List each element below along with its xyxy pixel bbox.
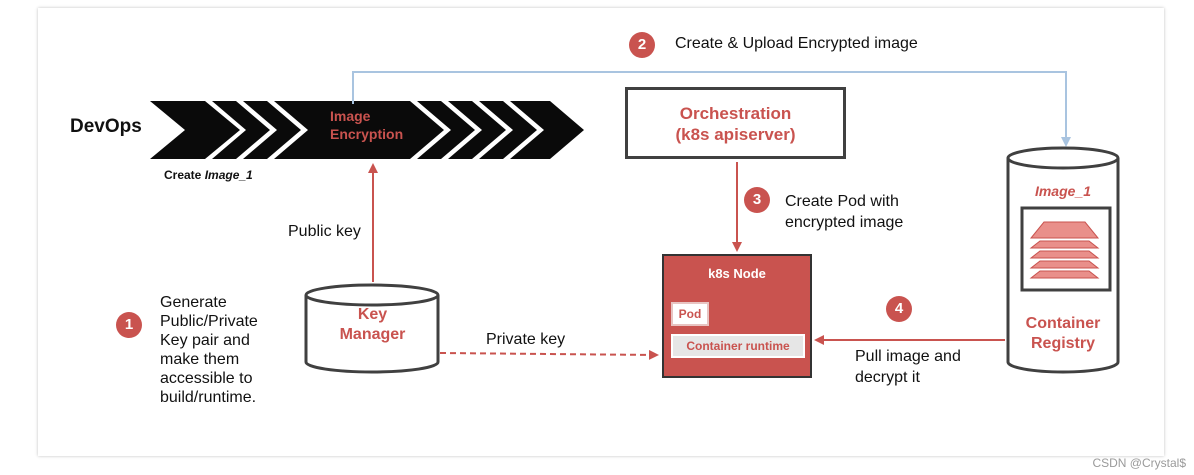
step-4-text: Pull image and decrypt it <box>855 348 961 386</box>
step-3-text: Create Pod with encrypted image <box>785 193 904 231</box>
step-2-badge: 2 <box>629 32 655 58</box>
registry-cylinder <box>1006 146 1120 374</box>
devops-label: DevOps <box>70 116 142 137</box>
registry-image-label: Image_1 <box>1034 183 1092 199</box>
container-registry-label: Container Registry <box>1025 315 1101 352</box>
k8s-node-box: k8s Node Pod Container runtime <box>662 254 812 378</box>
create-image-label: Create Image_1 <box>164 168 253 182</box>
devops-pipeline-band <box>150 101 584 159</box>
upload-connector <box>352 71 1071 147</box>
diagram-canvas <box>38 8 1164 456</box>
step-4-badge: 4 <box>886 296 912 322</box>
orchestration-box: Orchestration (k8s apiserver) <box>625 87 846 159</box>
step-3-badge: 3 <box>744 187 770 213</box>
k8s-node-title: k8s Node <box>708 266 766 281</box>
key-manager-cylinder <box>304 283 440 374</box>
public-key-label: Public key <box>288 223 361 240</box>
step-1-badge: 1 <box>116 312 142 338</box>
private-key-label: Private key <box>486 331 566 348</box>
container-runtime-box: Container runtime <box>671 334 805 358</box>
pod-box: Pod <box>671 302 709 326</box>
step-2-text: Create & Upload Encrypted image <box>675 35 918 52</box>
key-manager-label: Key Manager <box>339 306 406 343</box>
layers-icon <box>1029 221 1100 279</box>
step-1-text: Generate Public/Private Key pair and mak… <box>160 294 258 406</box>
image-encryption-label: Image Encryption <box>330 108 404 142</box>
watermark: CSDN @Crystal$ <box>1092 456 1186 470</box>
private-key-arrow <box>439 349 659 360</box>
